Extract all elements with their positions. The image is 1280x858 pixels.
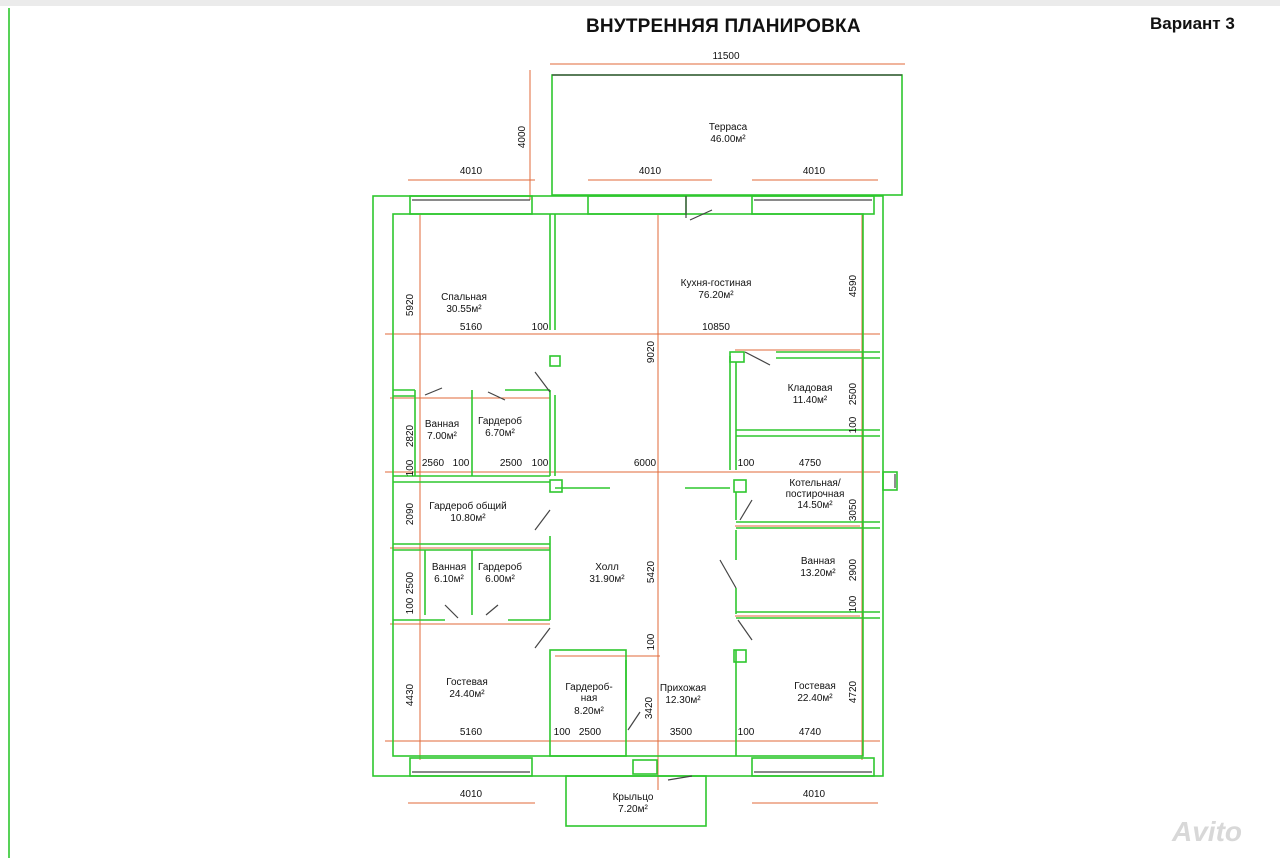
- dim-4010-bottom-right: 4010: [803, 789, 826, 800]
- dim-4010-top-mid: 4010: [639, 166, 662, 177]
- dim-4000: 4000: [517, 125, 528, 148]
- room-wardrobe1-area: 6.70м²: [485, 428, 515, 439]
- room-bath2-area: 6.10м²: [434, 574, 464, 585]
- dim-100-a: 100: [532, 322, 549, 333]
- dim-4010-top-left: 4010: [460, 166, 483, 177]
- dim-6000: 6000: [634, 458, 657, 469]
- room-bath3-name: Ванная: [801, 556, 835, 567]
- room-bedroom-area: 30.55м²: [446, 304, 482, 315]
- dim-100-f: 100: [738, 458, 755, 469]
- room-hall-name: Холл: [595, 562, 619, 573]
- dim-2500-bottom: 2500: [579, 727, 602, 738]
- room-kitchen-area: 76.20м²: [698, 290, 734, 301]
- dim-2090: 2090: [405, 502, 416, 525]
- dimension-labels: 11500 4000 4010 4010 4010 4010 4010 5920…: [405, 51, 859, 800]
- door-swings: [424, 196, 771, 781]
- dim-100-k: 100: [738, 727, 755, 738]
- dim-3050: 3050: [848, 498, 859, 521]
- room-pantry-area: 11.40м²: [793, 395, 828, 406]
- dim-100-j: 100: [554, 727, 571, 738]
- room-bath1-name: Ванная: [425, 419, 459, 430]
- room-boiler-area: 14.50м²: [797, 500, 833, 511]
- variant-label: Вариант 3: [1150, 14, 1235, 33]
- room-terrace-area: 46.00м²: [710, 134, 746, 145]
- room-entry-name: Прихожая: [660, 683, 706, 694]
- dim-100-i: 100: [646, 633, 657, 650]
- room-wardrobe2-name: Гардероб: [478, 561, 522, 573]
- room-wardrobe-common-area: 10.80м²: [450, 513, 486, 524]
- room-bath2-name: Ванная: [432, 562, 466, 573]
- room-wardrobe3-area: 8.20м²: [574, 706, 604, 717]
- dim-9020: 9020: [646, 340, 657, 363]
- dim-4720: 4720: [848, 680, 859, 703]
- walls: [372, 74, 903, 827]
- dim-5160-top: 5160: [460, 322, 483, 333]
- dim-4010-bottom-left: 4010: [460, 789, 483, 800]
- dim-4590: 4590: [848, 274, 859, 297]
- dim-4010-top-right: 4010: [803, 166, 826, 177]
- dim-10850: 10850: [702, 322, 730, 333]
- room-bath1-area: 7.00м²: [427, 431, 457, 442]
- avito-watermark: Avito: [1172, 816, 1242, 847]
- room-wardrobe2-area: 6.00м²: [485, 574, 515, 585]
- room-wardrobe1-name: Гардероб: [478, 415, 522, 427]
- page-title: ВНУТРЕННЯЯ ПЛАНИРОВКА: [586, 16, 861, 37]
- dim-100-d: 100: [453, 458, 470, 469]
- room-guest1-area: 24.40м²: [449, 689, 485, 700]
- room-wardrobe-common-name: Гардероб общий: [429, 500, 506, 512]
- room-porch-name: Крыльцо: [613, 792, 654, 803]
- dim-2500-mid: 2500: [500, 458, 523, 469]
- room-hall-area: 31.90м²: [589, 574, 625, 585]
- room-wardrobe3-name: Гардероб-: [565, 681, 612, 693]
- room-terrace-name: Терраса: [709, 122, 748, 133]
- room-pantry-name: Кладовая: [788, 383, 833, 394]
- dim-100-g: 100: [405, 597, 416, 614]
- dim-4750: 4750: [799, 458, 822, 469]
- dim-4740: 4740: [799, 727, 822, 738]
- dim-100-h: 100: [848, 595, 859, 612]
- dim-5160-bottom: 5160: [460, 727, 483, 738]
- room-entry-area: 12.30м²: [665, 695, 701, 706]
- dim-11500: 11500: [712, 51, 740, 62]
- dim-2900: 2900: [848, 558, 859, 581]
- dim-2500-pantry: 2500: [848, 382, 859, 405]
- dim-100-e: 100: [532, 458, 549, 469]
- room-kitchen-name: Кухня-гостиная: [681, 278, 752, 289]
- dim-3500: 3500: [670, 727, 693, 738]
- dim-100-b: 100: [848, 416, 859, 433]
- room-guest2-name: Гостевая: [794, 681, 836, 692]
- dim-100-c: 100: [405, 459, 416, 476]
- dimension-lines: [385, 63, 905, 804]
- room-porch-area: 7.20м²: [618, 804, 648, 815]
- top-bar: [0, 0, 1280, 6]
- dim-3420: 3420: [644, 696, 655, 719]
- dim-2560: 2560: [422, 458, 445, 469]
- room-guest2-area: 22.40м²: [797, 693, 833, 704]
- dim-2820: 2820: [405, 424, 416, 447]
- room-guest1-name: Гостевая: [446, 677, 488, 688]
- dim-5420: 5420: [646, 560, 657, 583]
- room-bedroom-name: Спальная: [441, 292, 487, 303]
- room-wardrobe3-name2: ная: [581, 693, 598, 704]
- dim-2500-left: 2500: [405, 571, 416, 594]
- room-boiler-name2: постирочная: [786, 489, 845, 500]
- room-bath3-area: 13.20м²: [800, 568, 836, 579]
- room-labels: Терраса 46.00м² Спальная 30.55м² Кухня-г…: [425, 122, 845, 815]
- dim-4430: 4430: [405, 683, 416, 706]
- dim-5920: 5920: [405, 293, 416, 316]
- room-boiler-name: Котельная/: [789, 478, 840, 489]
